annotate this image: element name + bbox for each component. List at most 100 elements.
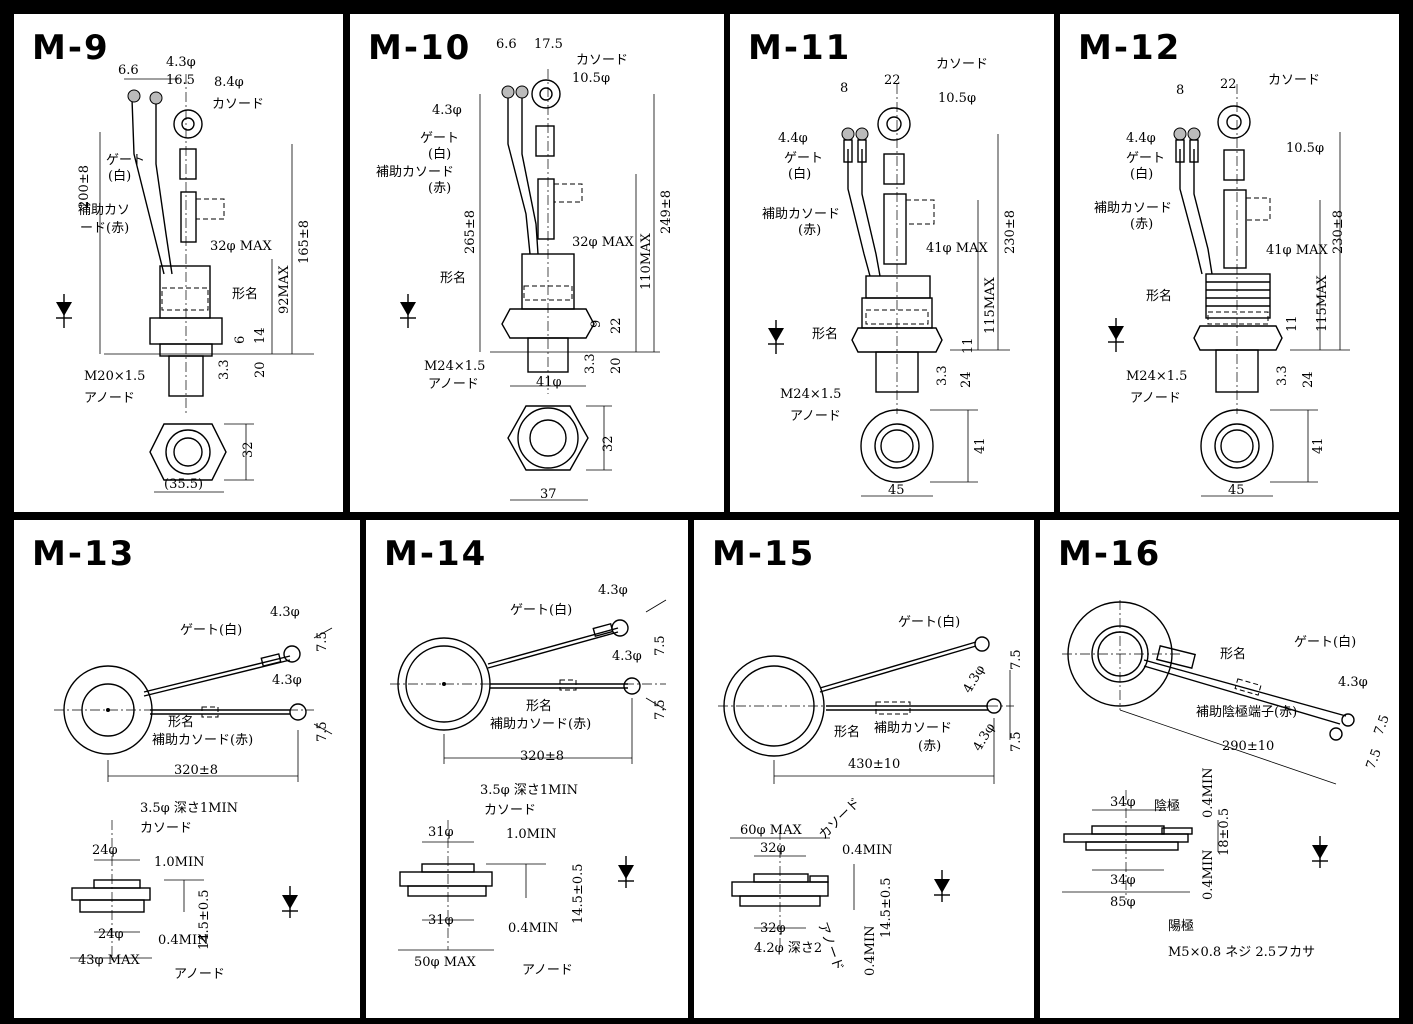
cathode-label: カソード — [140, 821, 192, 836]
dim-label: 85φ — [1110, 895, 1136, 910]
dim-label: 249±8 — [659, 190, 674, 234]
dim-label: 4.3φ — [166, 55, 196, 70]
dim-label: 14 — [253, 327, 268, 344]
dim-label: 4.3φ — [432, 103, 462, 118]
dim-label: 7.5 — [315, 721, 330, 742]
aux-cathode-label: 補助カソード(赤) — [490, 717, 591, 732]
thread-label: M20×1.5 — [84, 369, 145, 384]
dim-label: 8 — [840, 81, 848, 96]
dim-label: 22 — [884, 73, 901, 88]
dim-label: 110MAX — [639, 232, 654, 290]
type-label: 形名 — [526, 698, 552, 714]
dim-label: 10.5φ — [572, 71, 610, 86]
dim-label: 3.3 — [935, 365, 950, 386]
dim-label: 0.4MIN — [1201, 850, 1216, 901]
panel-m13: M-13 ゲート(白) 4.3φ 4.3φ 7.5 7.5 形名 補助カソード(… — [14, 520, 360, 1018]
dim-label: 34φ — [1110, 873, 1136, 888]
dim-label: 0.4MIN — [1201, 768, 1216, 819]
panel-m14: M-14 ゲート(白) 4.3φ 4.3φ 7.5 7.5 形名 補助カソード(… — [366, 520, 688, 1018]
gate-label: ゲート(白) — [898, 614, 960, 630]
dim-label: 32 — [601, 435, 616, 452]
dim-label: 7.5 — [1009, 731, 1024, 752]
aux-cathode-label: 補助カソード — [1094, 201, 1172, 216]
m10-drawing: 6.6 17.5 カソード 10.5φ 4.3φ ゲート (白) 補助カソード … — [376, 37, 674, 502]
dim-label: 50φ MAX — [414, 955, 476, 970]
dim-label: 4.3φ — [272, 673, 302, 688]
cathode-label: カソード — [212, 97, 264, 112]
panel-m16: M-16 ゲート(白) 形名 4.3φ 7.5 7.5 補助陰極端子(赤) 29… — [1040, 520, 1399, 1018]
diameter-label: 41φ MAX — [926, 241, 988, 256]
cathode-label: カソード — [576, 53, 628, 68]
cathode-label: 陰極 — [1154, 798, 1180, 814]
aux-cathode-label: 補助カソード(赤) — [152, 733, 253, 748]
dim-label: 320±8 — [174, 763, 218, 778]
aux-cathode-label: 補助カソ — [78, 203, 130, 218]
dim-label: 3.3 — [583, 353, 598, 374]
panel-title: M-11 — [748, 28, 852, 68]
dim-label: 14.5±0.5 — [879, 877, 894, 938]
panel-m15: M-15 ゲート(白) 4.3φ 4.3φ 7.5 7.5 形名 補助カソード … — [694, 520, 1034, 1018]
dim-label: 6.6 — [496, 37, 517, 52]
anode-label: アノード — [84, 391, 135, 406]
dim-label: 6.6 — [118, 63, 139, 78]
dim-label: 24 — [1301, 371, 1316, 388]
m12-drawing: 8 22 カソード 10.5φ 4.4φ ゲート (白) 補助カソード (赤) … — [1094, 73, 1350, 498]
cathode-label: カソード — [816, 795, 863, 842]
gate-label: ゲート — [420, 131, 459, 146]
dim-label: 4.3φ — [1338, 675, 1368, 690]
dim-label: 9 — [589, 320, 604, 328]
dim-label: 32φ — [760, 921, 786, 936]
dim-label: 4.2φ 深さ2 — [754, 941, 822, 956]
dim-label: 32 — [241, 441, 256, 458]
panel-title: M-14 — [384, 534, 488, 574]
dim-label: 230±8 — [1003, 210, 1018, 254]
dim-label: 7.5 — [653, 699, 668, 720]
panel-title: M-13 — [32, 534, 136, 574]
dim-label: 11 — [1285, 315, 1300, 332]
dim-label: 7.5 — [1364, 747, 1385, 772]
panel-m11: M-11 8 22 カソード 10.5φ 4.4φ ゲート (白) 補助カソード… — [730, 14, 1054, 512]
type-label: 形名 — [812, 326, 838, 342]
dim-label: 16.5 — [166, 73, 195, 88]
thread-label: M24×1.5 — [780, 387, 841, 402]
gate-label: ゲート(白) — [510, 602, 572, 618]
m15-drawing: ゲート(白) 4.3φ 4.3φ 7.5 7.5 形名 補助カソード (赤) 4… — [718, 614, 1024, 977]
gate-label: ゲート — [784, 151, 823, 166]
dim-label: 60φ MAX — [740, 823, 802, 838]
dim-label: 7.5 — [1372, 713, 1393, 738]
dim-label: 24 — [959, 371, 974, 388]
dim-label: 0.4MIN — [863, 926, 878, 977]
anode-label: 陽極 — [1168, 918, 1194, 934]
dim-label: 32φ — [760, 841, 786, 856]
diameter-label: 32φ MAX — [572, 235, 634, 250]
dim-label: 10.5φ — [1286, 141, 1324, 156]
gate-label: ゲート — [1126, 151, 1165, 166]
panel-m12: M-12 8 22 カソード 10.5φ 4.4φ ゲート (白) 補助カソード… — [1060, 14, 1399, 512]
dim-label: 4.3φ — [598, 583, 628, 598]
dim-label: 43φ MAX — [78, 953, 140, 968]
dim-label: 22 — [609, 317, 624, 334]
dim-label: 17.5 — [534, 37, 563, 52]
aux-cathode-label: (赤) — [428, 181, 451, 196]
m14-drawing: ゲート(白) 4.3φ 4.3φ 7.5 7.5 形名 補助カソード(赤) 32… — [390, 583, 668, 978]
dim-label: 92MAX — [277, 265, 292, 314]
dim-label: 7.5 — [315, 631, 330, 652]
dim-label: 22 — [1220, 77, 1237, 92]
dim-label: 230±8 — [1331, 210, 1346, 254]
dim-label: 3.5φ 深さ1MIN — [480, 783, 578, 798]
dim-label: 31φ — [428, 825, 454, 840]
dim-label: 6 — [233, 336, 248, 344]
type-label: 形名 — [834, 724, 860, 740]
dim-label: 4.3φ — [960, 663, 988, 696]
dim-label: 115MAX — [1315, 274, 1330, 332]
dim-label: 3.3 — [1275, 365, 1290, 386]
type-label: 形名 — [1146, 288, 1172, 304]
dim-label: 7.5 — [1009, 649, 1024, 670]
diameter-label: 32φ MAX — [210, 239, 272, 254]
dim-label: 0.4MIN — [158, 933, 209, 948]
dim-label: 11 — [961, 337, 976, 354]
dim-label: 18±0.5 — [1217, 808, 1232, 856]
dim-label: 4.4φ — [778, 131, 808, 146]
dim-label: 7.5 — [653, 635, 668, 656]
thread-label: M24×1.5 — [424, 359, 485, 374]
